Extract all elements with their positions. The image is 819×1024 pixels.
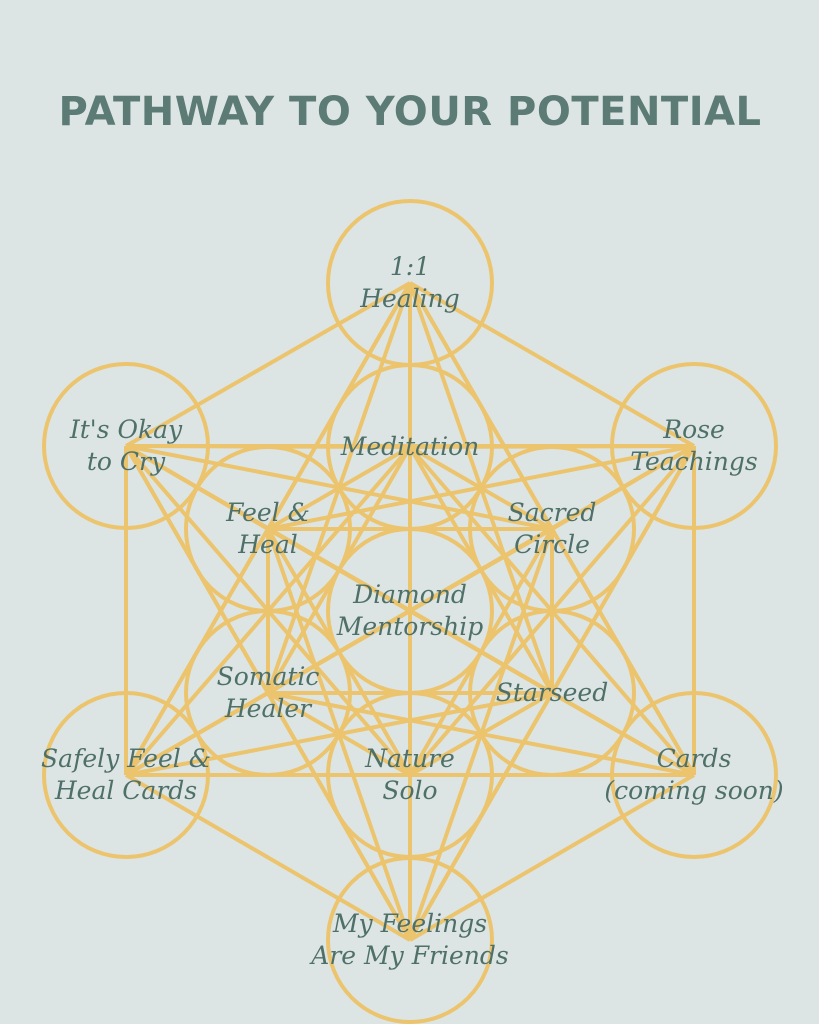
node-label-line: Teachings [630, 447, 757, 476]
node-label-line: Mentorship [336, 612, 483, 641]
node-label-inner-lower-right: Starseed [496, 678, 608, 707]
node-label-line: Somatic [217, 662, 320, 691]
circle-upper-right [610, 362, 778, 530]
node-label-line: Meditation [340, 432, 480, 461]
node-label-line: Solo [382, 776, 437, 805]
node-label-line: Rose [662, 415, 725, 444]
node-label-inner-upper-left: Feel & Heal [225, 498, 310, 559]
circle-inner-bottom [326, 691, 494, 859]
node-label-line: Feel & [225, 498, 310, 527]
circle-upper-left [42, 362, 210, 530]
circle-inner-lower-right [468, 609, 636, 777]
connection-line-62 [266, 527, 554, 695]
node-label-line: Starseed [496, 678, 608, 707]
node-label-line: My Feelings [332, 909, 487, 938]
node-label-line: Diamond [352, 580, 467, 609]
node-label-line: Cards [657, 744, 732, 773]
connection-line-21 [408, 773, 696, 942]
node-label-line: Sacred [508, 498, 597, 527]
node-label-line: Circle [514, 530, 590, 559]
circle-lower-left [42, 691, 210, 859]
node-label-line: to Cry [87, 447, 166, 476]
node-label-lower-right: Cards (coming soon) [604, 744, 783, 805]
node-label-line: 1:1 [390, 252, 430, 281]
connection-line-0 [409, 281, 695, 448]
node-label-line: Heal [237, 530, 298, 559]
circle-inner-lower-left [184, 609, 352, 777]
node-label-line: Healing [359, 284, 460, 313]
circle-lower-right [610, 691, 778, 859]
node-label-line: Heal Cards [54, 776, 197, 805]
node-label-inner-top: Meditation [340, 432, 480, 461]
node-label-line: (coming soon) [604, 776, 783, 805]
connection-line-4 [125, 281, 411, 448]
node-label-line: It's Okay [69, 415, 183, 444]
node-label-line: Nature [364, 744, 455, 773]
node-label-line: Are My Friends [309, 941, 508, 970]
node-label-line: Safely Feel & [41, 744, 211, 773]
node-label-upper-left: It's Okay to Cry [69, 415, 183, 476]
node-circles [42, 199, 778, 1024]
connection-line-30 [124, 773, 412, 942]
node-label-lower-left: Safely Feel & Heal Cards [41, 744, 211, 805]
node-label-line: Healer [224, 694, 313, 723]
page-title: PATHWAY TO YOUR POTENTIAL [58, 89, 761, 135]
